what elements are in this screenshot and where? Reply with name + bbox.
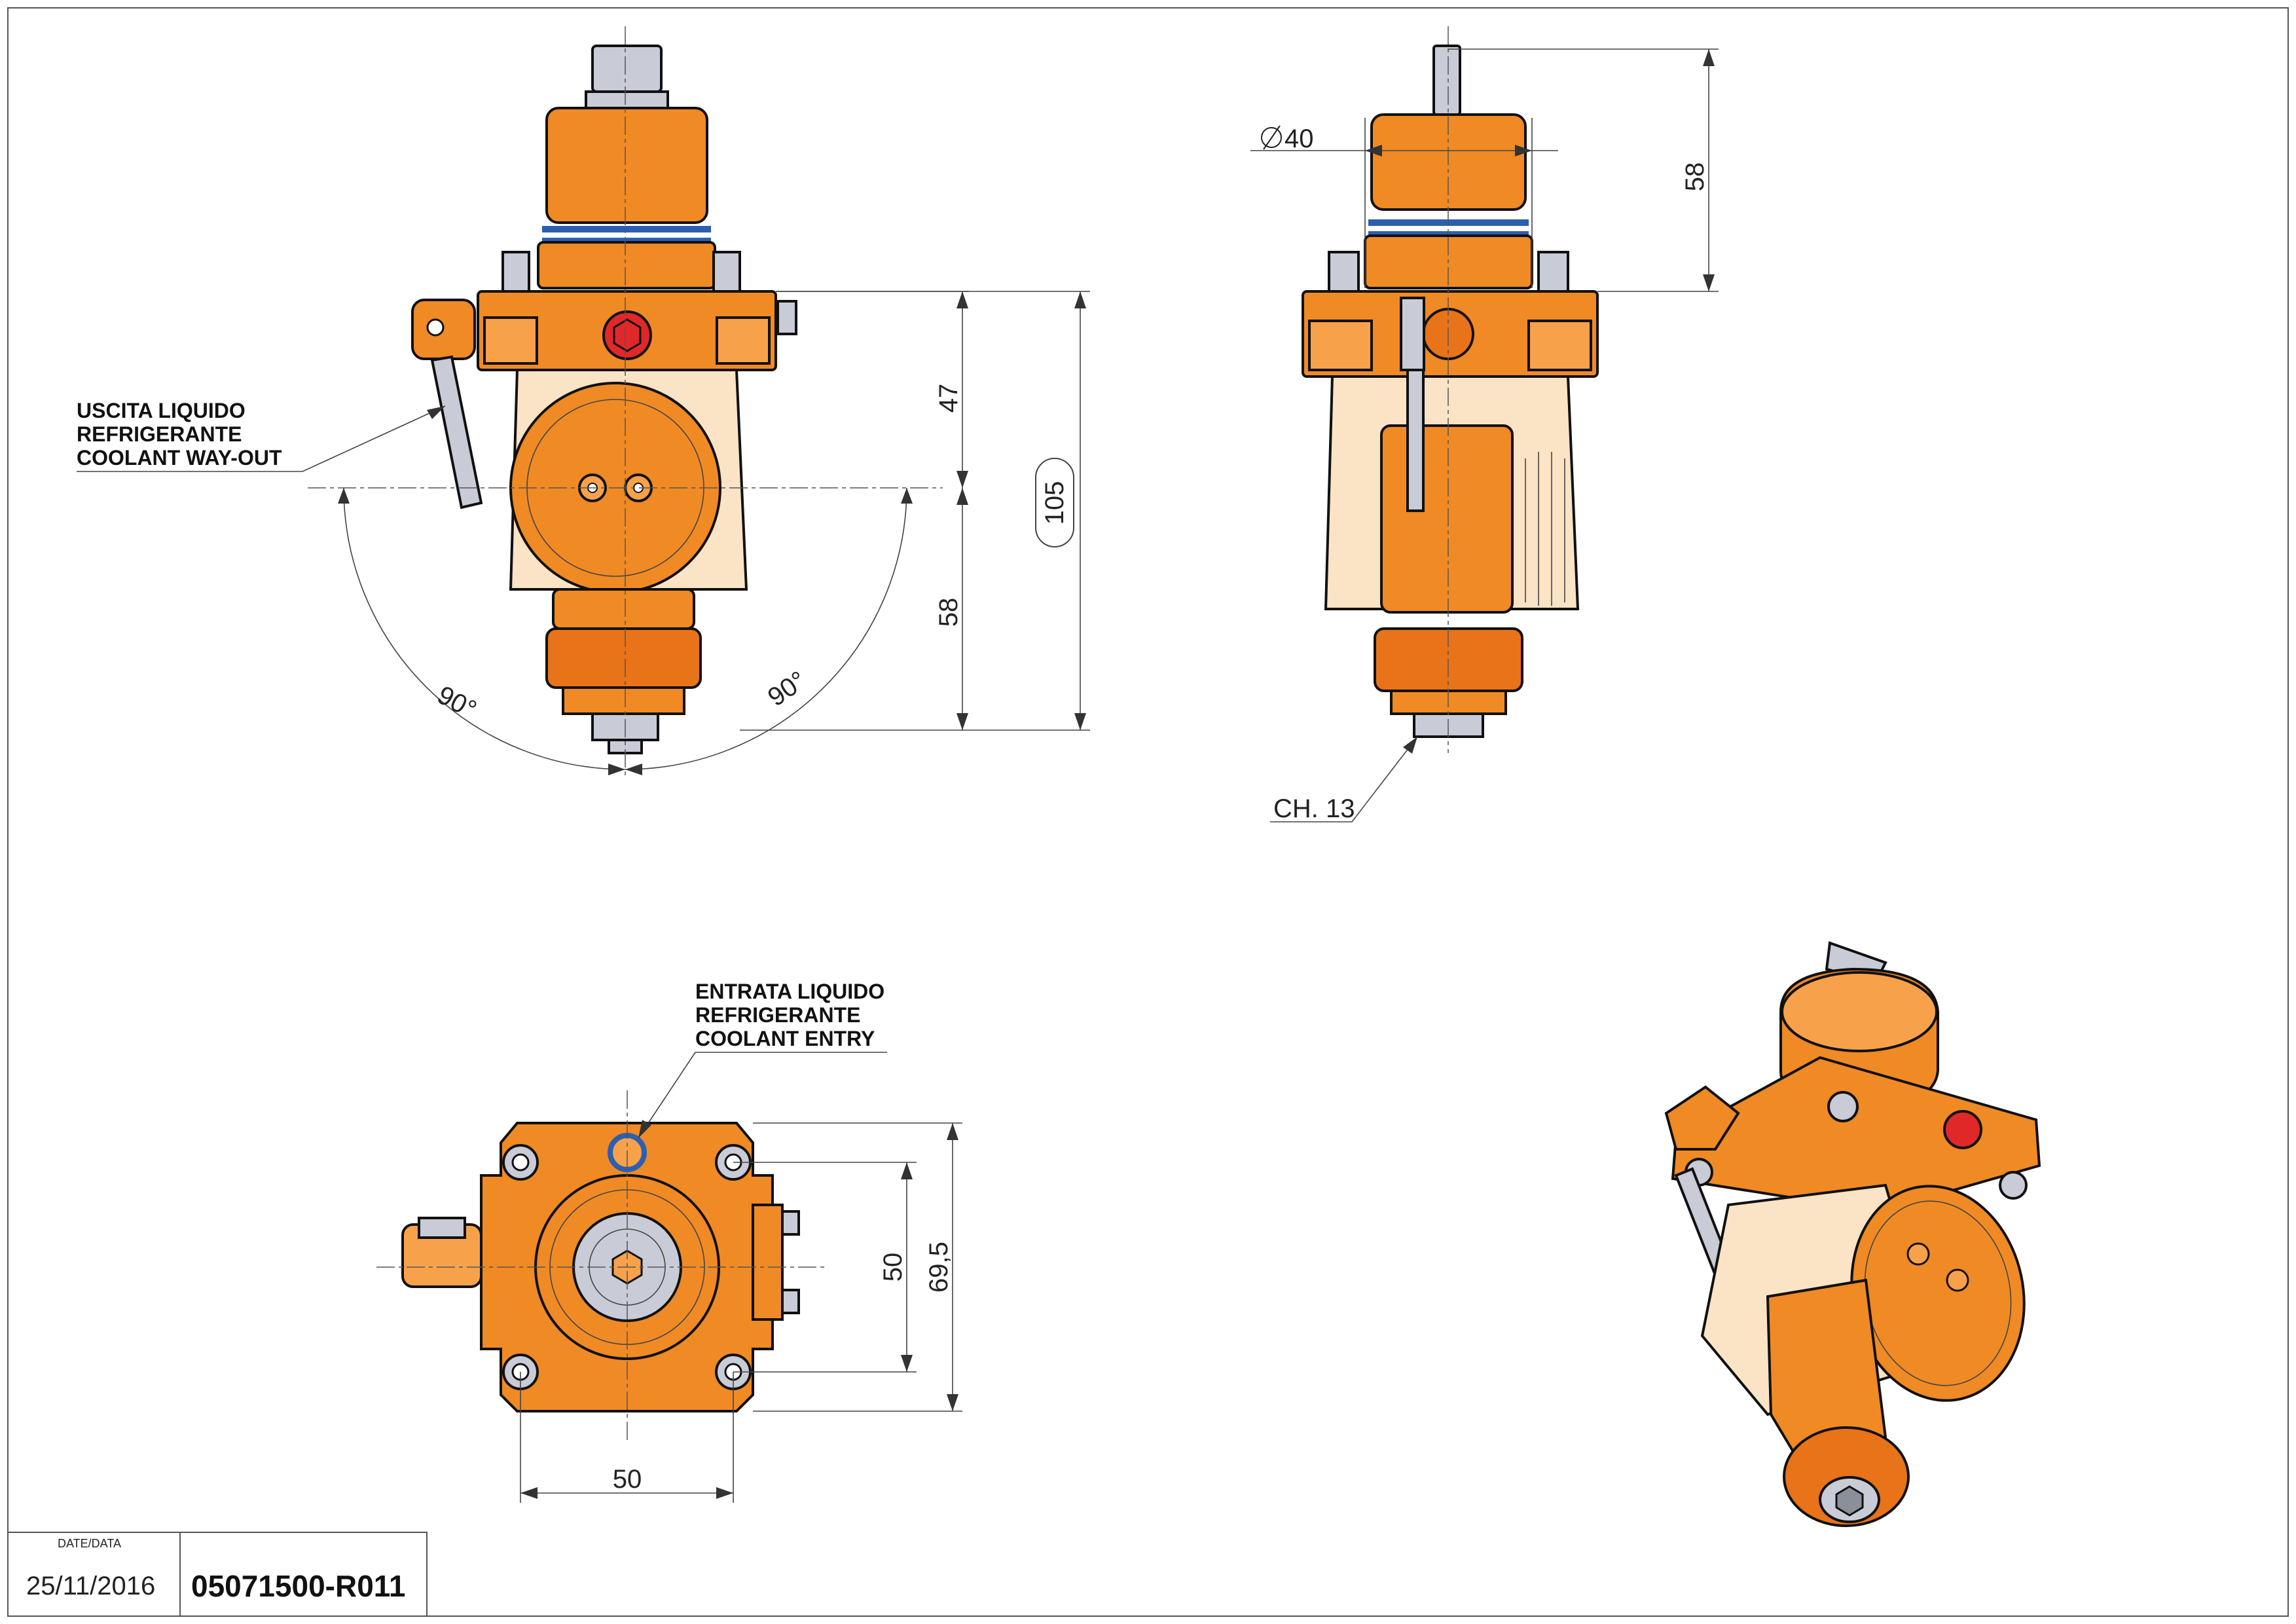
drive-square [591,45,663,93]
note-coolant-in-line3: COOLANT ENTRY [695,1027,875,1050]
angle-label-left: 90° [433,680,481,724]
sheet-border [7,7,2289,1617]
note-coolant-in: ENTRATA LIQUIDO REFRIGERANTE COOLANT ENT… [638,980,887,1139]
wrench-label: CH. 13 [1273,794,1355,823]
side-drive-tip [1432,45,1461,116]
date-value: 25/11/2016 [26,1572,155,1600]
dimension-47: 47 [934,384,963,413]
part-number: 05071500-R011 [191,1569,405,1603]
note-coolant-out-line1: USCITA LIQUIDO [77,399,246,422]
dimension-58-front: 58 [934,598,963,627]
dimension-diameter-40: 40 [1285,124,1314,153]
coolant-pipe [430,355,483,509]
front-view: 90° 90° 47 58 105 [308,26,1090,776]
note-coolant-out-line2: REFRIGERANTE [77,422,242,446]
bottom-view: 50 69,5 50 [376,1090,962,1503]
dimension-50-vertical: 50 [879,1253,907,1282]
spindle-housing [545,107,708,224]
dimension-58-side: 58 [1681,162,1709,192]
side-view: 40 58 CH. 13 [1250,26,1719,823]
dimension-50-horizontal: 50 [613,1465,642,1494]
dimension-69-5: 69,5 [924,1242,953,1293]
output-nose [545,627,702,689]
date-label: DATE/DATA [58,1537,121,1550]
coolant-plug [602,310,652,360]
note-coolant-out: USCITA LIQUIDO REFRIGERANTE COOLANT WAY-… [77,399,446,472]
isometric-view [1664,941,2041,1527]
title-block: DATE/DATA 25/11/2016 05071500-R011 [7,1532,428,1617]
dimension-105: 105 [1040,481,1069,525]
note-coolant-in-line2: REFRIGERANTE [695,1003,860,1027]
note-coolant-out-line3: COOLANT WAY-OUT [77,446,282,470]
note-coolant-in-line1: ENTRATA LIQUIDO [695,980,884,1003]
